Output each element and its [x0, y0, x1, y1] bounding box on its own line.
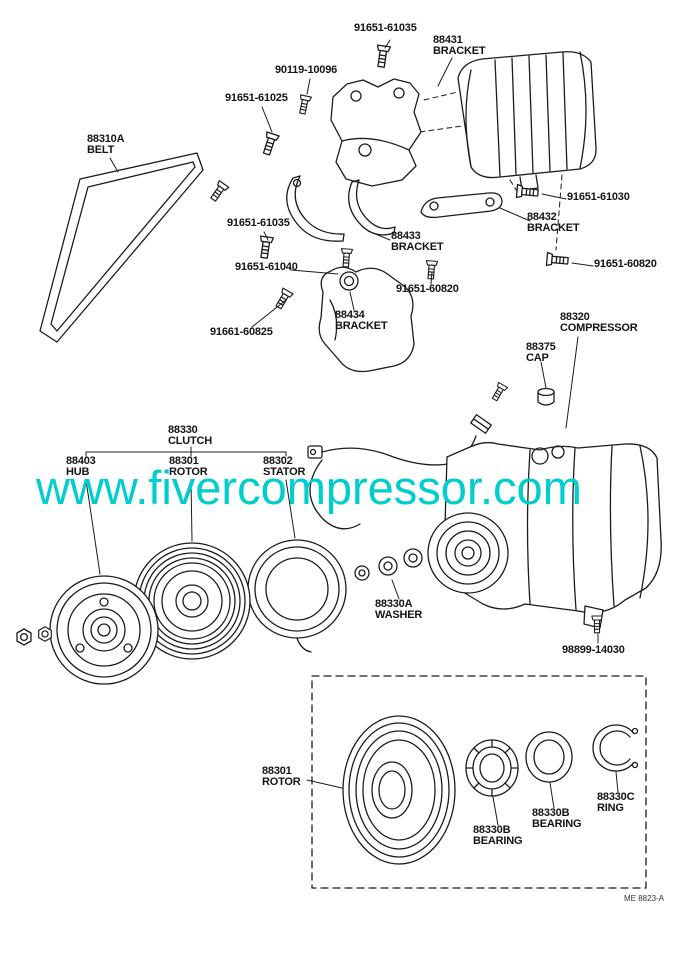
part-number: 88432 — [527, 211, 557, 223]
part-number: 91651-61040 — [235, 261, 298, 273]
part-label-ring: 88330C RING — [597, 791, 635, 814]
part-desc: RING — [597, 802, 624, 814]
part-label-bolt-top: 91651-61035 — [354, 23, 417, 34]
part-number: 91651-60820 — [594, 258, 657, 270]
part-desc: BEARING — [473, 835, 523, 847]
part-label-bearing-1: 88330B BEARING — [473, 824, 523, 847]
bearing-88330b-2-shape — [525, 731, 573, 783]
bracket-88434-shape — [318, 266, 415, 373]
bracket-88431-shape — [330, 78, 422, 187]
part-label-rotor-bottom: 88301 ROTOR — [262, 766, 301, 788]
part-label-bolt-61040: 91651-61040 — [235, 262, 298, 273]
part-number: 88330B — [473, 824, 511, 836]
part-label-compressor: 88320 COMPRESSOR — [560, 311, 638, 334]
part-desc: HUB — [66, 466, 90, 478]
part-desc: WASHER — [375, 609, 423, 621]
part-label-washer: 88330A WASHER — [375, 599, 422, 621]
stator-88302-shape — [247, 539, 347, 653]
part-label-clutch: 88330 CLUTCH — [168, 425, 212, 447]
part-number: 91661-60825 — [210, 326, 273, 338]
part-label-bolt-14030: 98899-14030 — [562, 645, 625, 656]
watermark: www.fivercompressor.com — [36, 461, 582, 514]
part-number: 90119-10096 — [275, 64, 338, 76]
part-desc: STATOR — [263, 466, 306, 478]
part-number: 88433 — [391, 230, 421, 242]
part-label-bolt-61025: 91651-61025 — [225, 93, 288, 104]
assembly-dash-lines — [419, 91, 563, 251]
part-label-stator: 88302 STATOR — [263, 456, 305, 478]
part-label-bolt-60825: 91661-60825 — [210, 327, 273, 338]
part-desc: CAP — [526, 352, 549, 364]
part-number: 88301 — [169, 455, 199, 467]
part-label-belt: 88310A BELT — [87, 133, 125, 156]
part-number: 88310A — [87, 133, 125, 145]
part-desc: BRACKET — [391, 241, 444, 253]
part-label-cap: 88375 CAP — [526, 342, 556, 364]
part-number: 88330A — [375, 598, 413, 610]
part-label-bracket-88431: 88431 BRACKET — [433, 34, 486, 57]
part-number: 88330B — [532, 807, 570, 819]
cap-88375-shape — [537, 387, 555, 406]
hub-88403-shape — [49, 575, 159, 685]
hub-nuts-shape — [16, 626, 52, 646]
part-label-nut-90119: 90119-10096 — [275, 65, 337, 76]
part-desc: CLUTCH — [168, 435, 213, 447]
diagram-reference-code: ME 8823-A — [624, 894, 665, 903]
leader-lines — [85, 39, 619, 826]
part-desc: COMPRESSOR — [560, 322, 638, 334]
bracket-88432-shape — [420, 192, 503, 219]
part-number: 88403 — [66, 455, 96, 467]
rotor-bottom-shape — [342, 715, 456, 865]
part-label-bolt-60820-right: 91651-60820 — [594, 259, 657, 270]
bearing-88330b-1-shape — [465, 739, 519, 797]
part-label-bracket-88434: 88434 BRACKET — [335, 309, 388, 332]
part-number: 88330C — [597, 791, 635, 803]
part-number: 91651-61025 — [225, 92, 288, 104]
part-number: 91651-61035 — [227, 217, 290, 229]
part-desc: ROTOR — [169, 466, 208, 478]
part-number: 88434 — [335, 309, 365, 321]
part-desc: BRACKET — [433, 45, 486, 57]
part-label-hub: 88403 HUB — [66, 456, 96, 478]
compressor-main-shape — [427, 441, 662, 629]
belt-shape — [39, 152, 204, 343]
part-number: 88330 — [168, 424, 198, 436]
part-label-rotor: 88301 ROTOR — [169, 456, 208, 478]
snap-ring-88330c-shape — [592, 724, 639, 772]
part-number: 91651-61030 — [567, 191, 630, 203]
part-number: 88302 — [263, 455, 293, 467]
part-number: 98899-14030 — [562, 644, 625, 656]
part-number: 88301 — [262, 765, 292, 777]
kit-box-shape — [311, 675, 647, 889]
part-label-bearing-2: 88330B BEARING — [532, 807, 582, 830]
part-number: 88375 — [526, 341, 556, 353]
part-label-bolt-61030: 91651-61030 — [567, 192, 630, 203]
part-desc: BELT — [87, 144, 115, 156]
part-label-bolt-61035-left: 91651-61035 — [227, 218, 290, 229]
part-desc: BEARING — [532, 818, 582, 830]
part-number: 88320 — [560, 311, 590, 323]
part-number: 91651-61035 — [354, 22, 417, 34]
part-desc: BRACKET — [335, 320, 388, 332]
part-number: 88431 — [433, 34, 463, 46]
part-desc: ROTOR — [262, 776, 301, 788]
part-label-bolt-60820-mid: 91651-60820 — [396, 284, 459, 295]
part-desc: BRACKET — [527, 222, 580, 234]
part-label-bracket-88433: 88433 BRACKET — [391, 230, 444, 253]
compressor-top-shape — [457, 51, 597, 191]
part-number: 91651-60820 — [396, 283, 459, 295]
part-label-bracket-88432: 88432 BRACKET — [527, 211, 580, 234]
washers-88330a-shape — [354, 548, 423, 581]
bracket-88433-shape — [286, 175, 396, 242]
